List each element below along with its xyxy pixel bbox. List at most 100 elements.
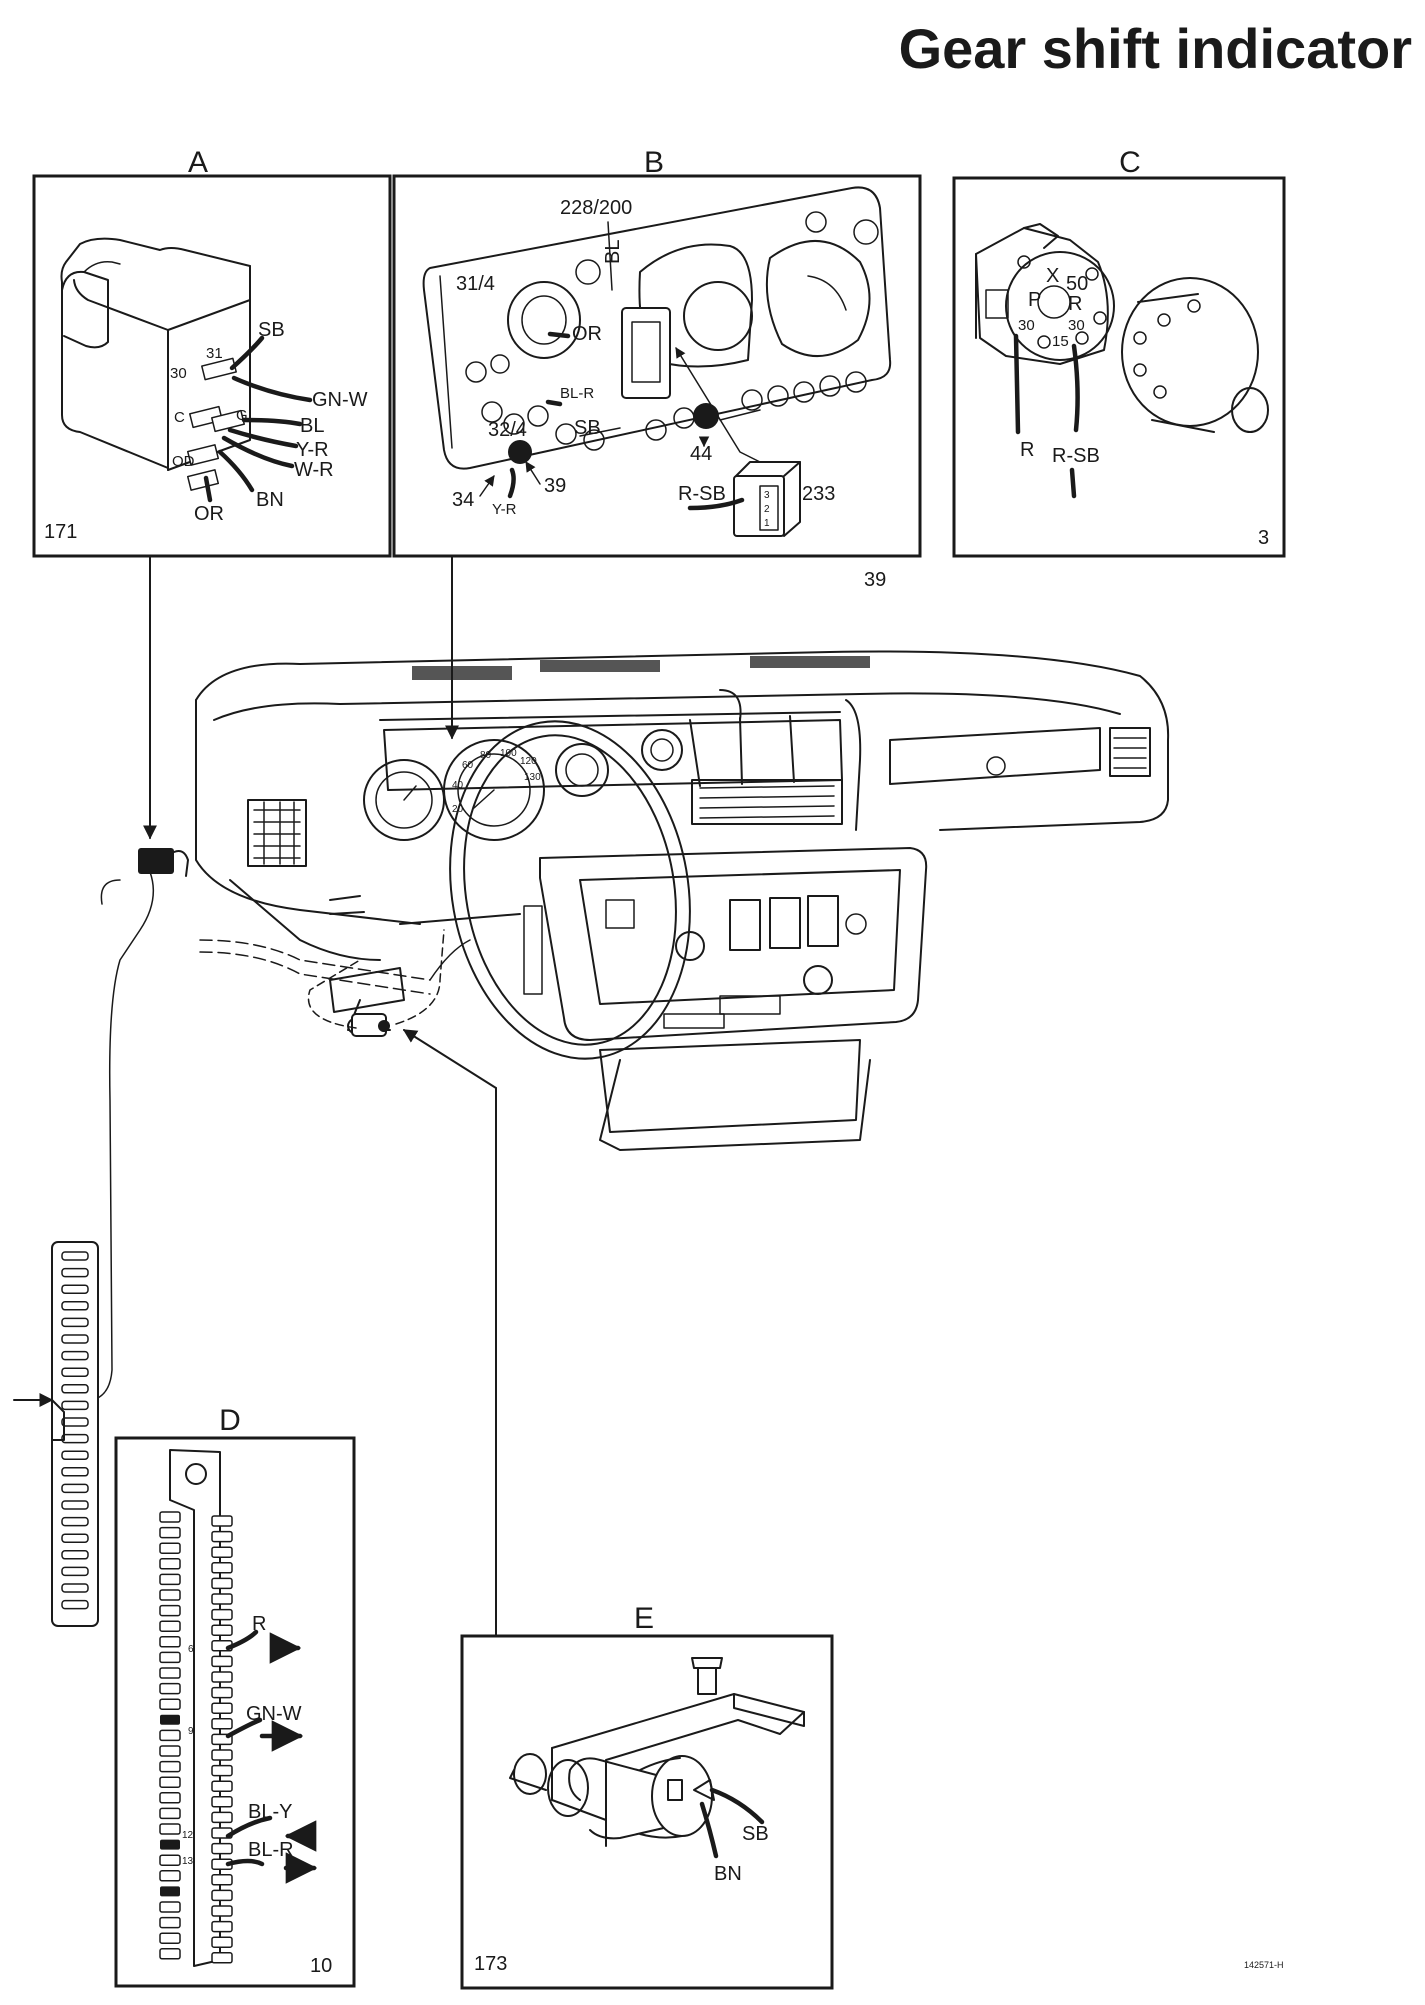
switch-r-label: R <box>1068 293 1082 315</box>
gear-switch <box>509 1657 805 1847</box>
wire-sb-label-e: SB <box>742 1823 769 1845</box>
connector-pin-3: 3 <box>764 490 770 501</box>
strip-slot <box>61 1334 89 1344</box>
pin-g-label: G <box>236 407 248 424</box>
wire-r-label-d: R <box>252 1613 266 1635</box>
panel-a: A 31 30 C G OD SB GN-W BL Y-R W-R <box>32 146 392 558</box>
strip-slot <box>61 1500 89 1510</box>
panel-b-letter: B <box>644 146 664 179</box>
panel-b-code: 39 <box>864 569 886 591</box>
wire-or-label: OR <box>194 503 224 525</box>
speedo-tick-130: 130 <box>524 772 541 783</box>
panel-e-letter: E <box>634 1602 654 1635</box>
strip-slot <box>61 1566 89 1577</box>
relay-unit <box>60 237 251 491</box>
panel-c: C X 50 P R 30 15 30 <box>952 146 1286 558</box>
panel-a-letter: A <box>188 146 208 179</box>
terminal-pin <box>159 1807 233 1824</box>
speedo-tick-40: 40 <box>452 780 464 791</box>
ignition-rotor <box>1121 277 1269 433</box>
glovebox <box>889 727 1101 785</box>
label-r-sb: R-SB <box>678 483 726 505</box>
wire-y-r-label: Y-R <box>296 439 329 461</box>
strip-slot <box>61 1599 89 1610</box>
terminal-pin <box>159 1870 233 1886</box>
label-sb: SB <box>574 417 601 439</box>
strip-slot <box>61 1533 89 1543</box>
pin-9-label: 9 <box>188 1726 194 1737</box>
strip-slot <box>61 1583 89 1593</box>
dashboard-illustration: 20 40 60 80 100 120 130 <box>138 650 1170 1151</box>
strip-slot <box>61 1284 89 1294</box>
terminal-pin <box>159 1776 233 1792</box>
instrument-cluster <box>422 186 892 470</box>
wire-sb-label: SB <box>258 319 285 341</box>
terminal-pin <box>159 1698 233 1714</box>
center-console <box>523 847 928 1151</box>
terminal-pin <box>159 1573 233 1590</box>
switch-30b-label: 30 <box>1068 317 1085 334</box>
steering-wheel <box>449 720 691 1060</box>
wire-r-label: R <box>1020 439 1034 461</box>
switch-15-label: 15 <box>1052 333 1069 350</box>
terminal-pin <box>159 1620 233 1636</box>
panel-d-frame <box>114 1436 356 1988</box>
wire-gn-w-label-d: GN-W <box>246 1703 302 1725</box>
label-or: OR <box>572 323 602 345</box>
panel-d-letter: D <box>219 1404 241 1437</box>
panel-b: B <box>392 146 922 591</box>
panel-a-code: 171 <box>44 521 77 543</box>
speedometer: 20 40 60 80 100 120 130 <box>443 739 545 841</box>
wire-w-r-label: W-R <box>294 459 334 481</box>
terminal-block <box>159 1449 233 1967</box>
wire-bl-y-label: BL-Y <box>248 1801 292 1823</box>
strip-slot <box>61 1317 89 1328</box>
connector-pin-1: 1 <box>764 518 770 529</box>
speedo-tick-120: 120 <box>520 756 537 767</box>
pin-30-label: 30 <box>170 365 187 382</box>
strip-slot <box>61 1400 89 1411</box>
ignition-switch <box>975 223 1115 365</box>
strip-slot <box>61 1350 89 1361</box>
relay-on-dashboard <box>138 848 189 877</box>
strip-slot <box>61 1483 89 1494</box>
tachometer <box>363 759 445 841</box>
terminal-pin <box>159 1760 233 1777</box>
leader-lines <box>91 555 497 1637</box>
panel-e-code: 173 <box>474 1953 507 1975</box>
terminal-pin <box>160 1839 233 1855</box>
terminal-pin <box>159 1901 233 1917</box>
wire-bl-r-label-d: BL-R <box>248 1839 294 1861</box>
switch-30a-label: 30 <box>1018 317 1035 334</box>
panel-c-code: 3 <box>1258 527 1269 549</box>
terminal-pin <box>159 1558 233 1574</box>
label-233: 233 <box>802 483 835 505</box>
label-bl: BL <box>602 240 624 264</box>
terminal-pin <box>159 1636 233 1652</box>
panel-e-frame <box>460 1634 834 1990</box>
loose-connector-strip <box>13 1241 99 1627</box>
terminal-pin <box>159 1604 233 1621</box>
left-vent <box>247 799 307 867</box>
panel-c-letter: C <box>1119 146 1141 179</box>
pin-12-label: 12 <box>182 1830 194 1841</box>
panel-e: E SB BN 173 <box>460 1602 834 1990</box>
strip-slot <box>61 1251 89 1261</box>
label-39: 39 <box>544 475 566 497</box>
switch-x-label: X <box>1046 265 1059 287</box>
strip-slot <box>61 1450 89 1460</box>
strip-slot <box>61 1367 89 1377</box>
footer-code: 142571-H <box>1244 1960 1284 1970</box>
label-y-r: Y-R <box>492 501 517 518</box>
wire-gn-w-label: GN-W <box>312 389 368 411</box>
pin-13-label: 13 <box>182 1856 194 1867</box>
terminal-pin <box>160 1714 233 1730</box>
terminal-pin <box>159 1526 233 1543</box>
panel-c-frame <box>952 176 1286 558</box>
pin-31-label: 31 <box>206 345 223 362</box>
page-title: Gear shift indicator <box>899 17 1412 80</box>
terminal-pin <box>159 1932 233 1948</box>
label-31-4: 31/4 <box>456 273 495 295</box>
terminal-pin <box>159 1589 233 1605</box>
label-bl-r: BL-R <box>560 385 594 402</box>
